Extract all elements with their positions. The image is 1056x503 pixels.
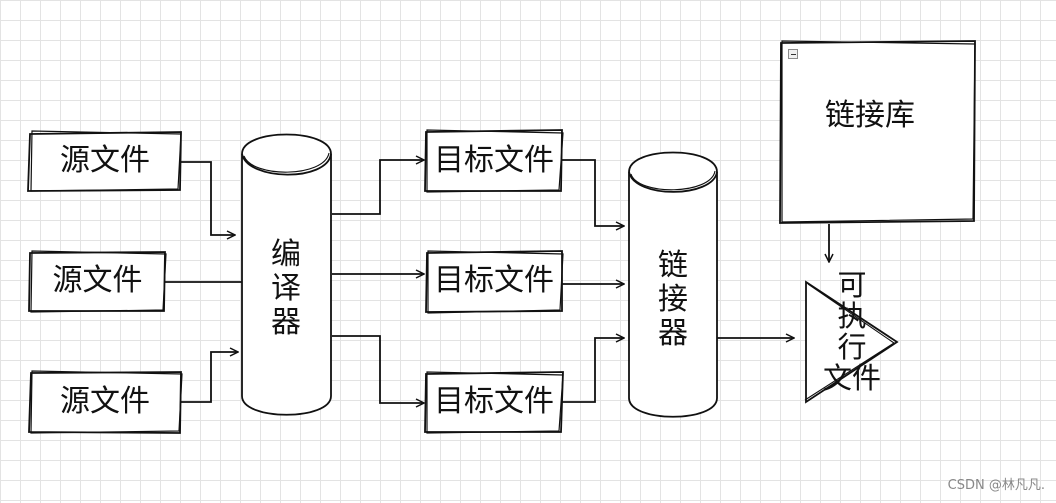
object-file-label-1: 目标文件 — [434, 143, 554, 178]
object-to-linker-arrow-1 — [562, 159, 624, 226]
object-file-label-2: 目标文件 — [434, 263, 554, 298]
library-label: 链接库 — [825, 98, 915, 133]
compiler-to-object-arrow-3 — [332, 335, 424, 403]
source-file-label-1: 源文件 — [60, 143, 150, 178]
object-file-box-3 — [424, 371, 564, 434]
source-file-shapes — [27, 130, 183, 434]
object-file-shapes — [424, 129, 564, 434]
watermark: CSDN @林凡凡. — [947, 478, 1045, 493]
library-box — [779, 40, 976, 224]
executable-triangle — [804, 280, 899, 404]
executable-label-line-4: 文件 — [822, 361, 881, 395]
source-to-compiler-arrow-1 — [180, 161, 235, 235]
object-to-linker-arrow-3 — [562, 338, 624, 403]
executable-label-line-3: 行 — [837, 330, 867, 364]
source-file-box-1 — [27, 130, 182, 192]
compiler-cylinder — [241, 133, 332, 416]
source-file-label-2: 源文件 — [52, 263, 143, 298]
connector-lines — [164, 160, 829, 403]
object-file-box-1 — [424, 129, 564, 193]
executable-label: 可 执 行 文件 — [818, 270, 886, 394]
executable-label-line-1: 可 — [837, 268, 867, 302]
source-file-box-2 — [28, 250, 167, 313]
executable-label-line-2: 执 — [837, 299, 867, 333]
linker-label: 链接器 — [658, 248, 688, 351]
compiler-to-object-arrow-1 — [332, 160, 424, 215]
linker-cylinder — [628, 151, 718, 418]
object-file-label-3: 目标文件 — [434, 384, 554, 419]
object-file-box-2 — [425, 250, 564, 314]
source-file-box-3 — [28, 370, 183, 434]
compiler-label: 编译器 — [271, 237, 301, 340]
source-file-label-3: 源文件 — [60, 384, 150, 419]
source-to-compiler-arrow-3 — [180, 352, 238, 403]
minus-square-icon[interactable] — [788, 49, 798, 59]
